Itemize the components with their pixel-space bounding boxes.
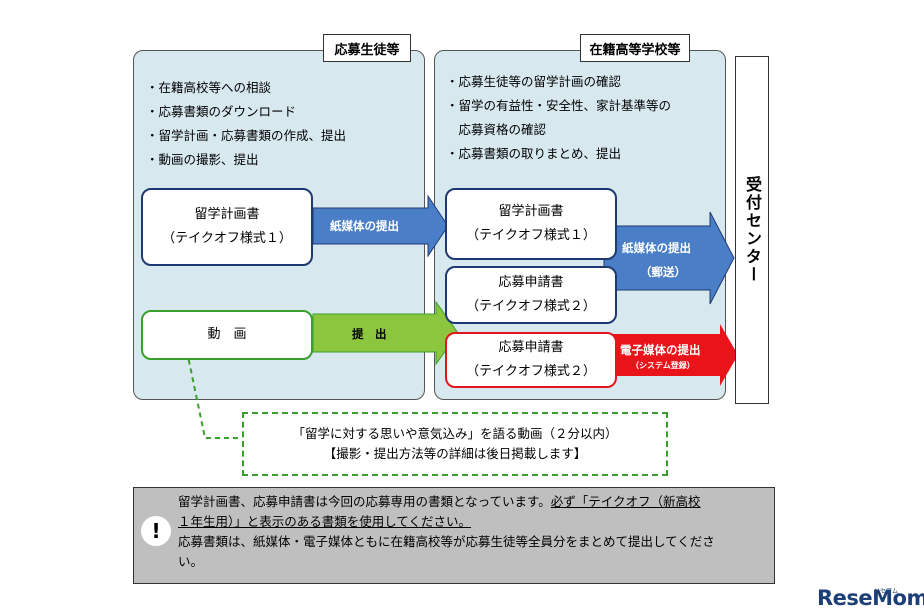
plan-form-student: 留学計画書 （テイクオフ様式１）	[141, 188, 313, 266]
video-note: 「留学に対する思いや意気込み」を語る動画（２分以内） 【撮影・提出方法等の詳細は…	[242, 412, 668, 476]
mail-label: （郵送）	[640, 265, 686, 279]
list-item: ・動画の撮影、提出	[146, 152, 259, 167]
school-panel-tag: 在籍高等学校等	[580, 34, 690, 62]
list-item: ・在籍高校等への相談	[146, 80, 272, 95]
reception-center-label: 受付センター	[743, 176, 762, 284]
list-item: ・留学の有益性・安全性、家計基準等の	[446, 98, 672, 113]
resemom-logo: ReseMom	[817, 586, 924, 610]
plan-form-subtitle: （テイクオフ様式１）	[162, 231, 292, 246]
video-note-line2: 【撮影・提出方法等の詳細は後日掲載します】	[323, 446, 587, 461]
list-item: ・応募書類の取りまとめ、提出	[446, 146, 622, 161]
paper-submit-arrow	[312, 194, 449, 258]
electronic-submit-arrow	[612, 324, 738, 386]
exclamation-icon: !	[141, 516, 171, 546]
list-item: ・応募書類のダウンロード	[146, 104, 297, 119]
plan-form-school: 留学計画書 （テイクオフ様式１）	[445, 188, 617, 260]
plan-form-subtitle: （テイクオフ様式１）	[466, 228, 596, 243]
submit-label: 提 出	[352, 327, 387, 341]
list-item: ・応募生徒等の留学計画の確認	[446, 74, 622, 89]
notice-box	[133, 487, 775, 584]
application-form-electronic: 応募申請書 （テイクオフ様式２）	[445, 332, 617, 388]
plan-form-title: 留学計画書	[498, 204, 564, 219]
video-note-connector	[184, 341, 240, 439]
notice-line3: 応募書類は、紙媒体・電子媒体ともに在籍高校等が応募生徒等全員分をまとめて提出して…	[178, 534, 715, 549]
plan-form-title: 留学計画書	[194, 207, 260, 222]
notice-line2: １年生用）」と表示のある書類を使用してください。	[178, 514, 472, 529]
paper-mail-arrow	[603, 211, 735, 305]
paper-submit-label: 紙媒体の提出	[330, 219, 399, 233]
application-form-subtitle: （テイクオフ様式２）	[466, 364, 596, 379]
list-item: ・留学計画・応募書類の作成、提出	[146, 128, 347, 143]
notice-text: 留学計画書、応募申請書は今回の応募専用の書類となっています。必ず「テイクオフ（新…	[178, 492, 768, 572]
notice-line1: 留学計画書、応募申請書は今回の応募専用の書類となっています。必ず「テイクオフ（新…	[178, 494, 701, 509]
video-note-line1: 「留学に対する思いや意気込み」を語る動画（２分以内）	[292, 426, 618, 441]
reception-center: 受付センター	[735, 56, 769, 404]
student-panel-tag: 応募生徒等	[323, 34, 411, 62]
video-box: 動 画	[141, 310, 313, 360]
school-task-list: ・応募生徒等の留学計画の確認 ・留学の有益性・安全性、家計基準等の 応募資格の確…	[446, 70, 671, 166]
student-task-list: ・在籍高校等への相談 ・応募書類のダウンロード ・留学計画・応募書類の作成、提出…	[146, 76, 346, 172]
application-form-subtitle: （テイクオフ様式２）	[466, 299, 596, 314]
video-label: 動 画	[207, 327, 247, 342]
application-form-title: 応募申請書	[498, 340, 564, 355]
application-form-paper: 応募申請書 （テイクオフ様式２）	[445, 266, 617, 324]
application-form-title: 応募申請書	[498, 275, 564, 290]
electronic-submit-label: 電子媒体の提出	[620, 343, 701, 357]
watermark-sub: リセマム	[874, 588, 899, 595]
system-register-label: （システム登録）	[631, 361, 695, 370]
paper-mail-label: 紙媒体の提出	[622, 241, 691, 255]
list-item: 応募資格の確認	[446, 122, 547, 137]
notice-line4: い。	[178, 554, 204, 569]
